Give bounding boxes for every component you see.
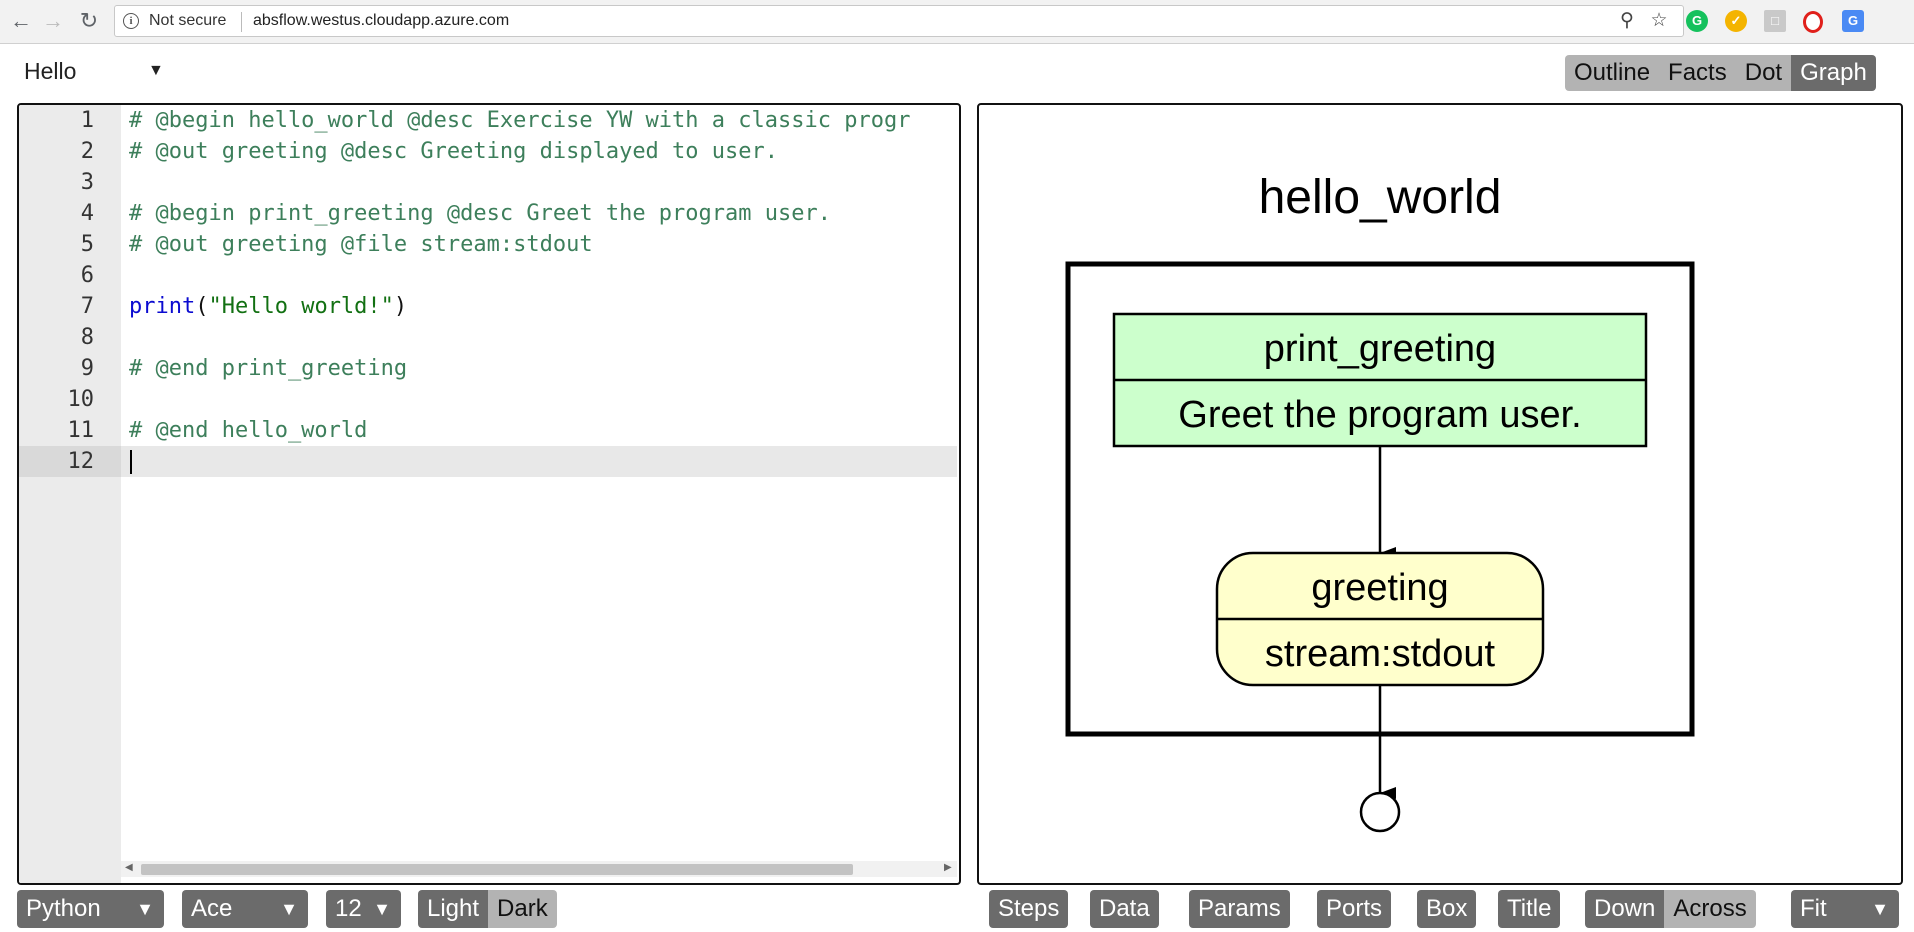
data-node-desc: stream:stdout xyxy=(1265,633,1496,675)
tab-outline[interactable]: Outline xyxy=(1565,55,1660,91)
horizontal-scrollbar[interactable]: ◀ ▶ xyxy=(121,861,957,877)
theme-light-button[interactable]: Light xyxy=(418,890,489,928)
line-number: 2 xyxy=(80,139,94,164)
zoom-select[interactable]: Fit ▼ xyxy=(1791,890,1899,928)
editor-mode-value: Ace xyxy=(191,895,233,922)
line-number: 1 xyxy=(80,108,94,133)
line-number: 3 xyxy=(80,170,94,195)
extension-icon[interactable]: ✓ xyxy=(1725,10,1747,32)
chevron-down-icon: ▼ xyxy=(136,899,154,919)
ports-toggle-button[interactable]: Ports xyxy=(1317,890,1392,928)
output-port-node xyxy=(1359,791,1401,833)
chevron-down-icon: ▼ xyxy=(373,899,391,919)
tab-facts[interactable]: Facts xyxy=(1659,55,1736,91)
line-number: 9 xyxy=(80,356,94,381)
line-number: 12 xyxy=(67,449,95,474)
chevron-down-icon: ▼ xyxy=(1871,899,1889,919)
code-editor[interactable]: 1 2 3 4 5 6 7 8 9 10 11 12 # @begin hell… xyxy=(17,103,961,885)
code-line[interactable]: # @end print_greeting xyxy=(129,356,408,381)
active-line-gutter xyxy=(19,446,121,477)
reload-icon[interactable]: ↻ xyxy=(79,8,99,33)
address-bar[interactable]: i Not secure absflow.westus.cloudapp.azu… xyxy=(114,5,1684,37)
step-node-print-greeting[interactable]: print_greeting Greet the program user. xyxy=(1112,312,1648,448)
tab-graph[interactable]: Graph xyxy=(1791,55,1876,91)
graph-panel: hello_world print_greeting Greet the pro… xyxy=(977,103,1903,885)
line-number: 6 xyxy=(80,263,94,288)
bookmark-star-icon[interactable]: ☆ xyxy=(1650,10,1668,31)
code-function: print xyxy=(129,294,196,319)
theme-dark-button[interactable]: Dark xyxy=(488,890,557,928)
scrollbar-thumb[interactable] xyxy=(141,864,853,875)
direction-across-button[interactable]: Across xyxy=(1664,890,1756,928)
font-size-value: 12 xyxy=(335,895,362,922)
chevron-down-icon[interactable]: ▼ xyxy=(148,62,164,79)
code-line[interactable]: # @out greeting @file stream:stdout xyxy=(129,232,593,257)
data-node-name: greeting xyxy=(1311,567,1448,609)
translate-icon[interactable]: G xyxy=(1842,10,1864,32)
forward-icon[interactable]: → xyxy=(42,8,64,33)
line-number: 11 xyxy=(67,418,95,443)
zoom-icon[interactable]: ⚲ xyxy=(1620,10,1634,31)
title-toggle-button[interactable]: Title xyxy=(1498,890,1561,928)
tab-dot[interactable]: Dot xyxy=(1735,55,1792,91)
steps-toggle-button[interactable]: Steps xyxy=(989,890,1069,928)
zoom-value: Fit xyxy=(1800,895,1827,922)
data-node-greeting[interactable]: greeting stream:stdout xyxy=(1215,551,1545,687)
code-line[interactable]: # @begin print_greeting @desc Greet the … xyxy=(129,201,831,226)
graph-title: hello_world xyxy=(1259,171,1502,224)
scroll-left-icon[interactable]: ◀ xyxy=(125,862,133,873)
line-number: 5 xyxy=(80,232,94,257)
font-size-select[interactable]: 12 ▼ xyxy=(326,890,401,928)
line-number: 4 xyxy=(80,201,94,226)
line-number-gutter xyxy=(19,105,121,883)
active-line-highlight xyxy=(19,446,957,477)
box-toggle-button[interactable]: Box xyxy=(1417,890,1477,928)
code-paren: ( xyxy=(195,294,209,319)
info-icon[interactable]: i xyxy=(123,13,139,29)
step-node-desc: Greet the program user. xyxy=(1178,394,1581,436)
line-number: 10 xyxy=(67,387,95,412)
language-select[interactable]: Python ▼ xyxy=(17,890,164,928)
code-string: "Hello world!" xyxy=(208,294,394,319)
grammarly-icon[interactable]: G xyxy=(1686,10,1708,32)
url-text[interactable]: absflow.westus.cloudapp.azure.com xyxy=(253,12,510,29)
workflow-graph: hello_world print_greeting Greet the pro… xyxy=(1065,171,1695,833)
code-line[interactable]: # @out greeting @desc Greeting displayed… xyxy=(129,139,779,164)
workflow-select[interactable]: Hello xyxy=(24,58,77,84)
step-node-name: print_greeting xyxy=(1264,328,1496,370)
editor-mode-select[interactable]: Ace ▼ xyxy=(182,890,308,928)
data-toggle-button[interactable]: Data xyxy=(1090,890,1159,928)
direction-toggle: Down Across xyxy=(1585,890,1756,928)
chevron-down-icon: ▼ xyxy=(280,899,298,919)
code-line[interactable]: # @end hello_world xyxy=(129,418,368,443)
params-toggle-button[interactable]: Params xyxy=(1189,890,1290,928)
scroll-right-icon[interactable]: ▶ xyxy=(944,862,952,873)
url-divider xyxy=(241,12,242,32)
line-number: 8 xyxy=(80,325,94,350)
browser-toolbar: ← → ↻ i Not secure absflow.westus.clouda… xyxy=(0,0,1914,44)
opera-icon[interactable] xyxy=(1803,11,1823,33)
pdf-icon[interactable]: □ xyxy=(1764,10,1786,32)
line-number: 7 xyxy=(80,294,94,319)
security-label: Not secure xyxy=(149,12,227,29)
language-value: Python xyxy=(26,895,101,922)
code-paren: ) xyxy=(393,294,408,319)
code-line[interactable]: # @begin hello_world @desc Exercise YW w… xyxy=(129,108,911,133)
direction-down-button[interactable]: Down xyxy=(1585,890,1665,928)
code-line[interactable]: print("Hello world!") xyxy=(129,291,407,322)
view-tabs: Outline Facts Dot Graph xyxy=(1565,55,1876,91)
text-cursor xyxy=(130,450,132,474)
back-icon[interactable]: ← xyxy=(10,8,32,33)
theme-toggle: Light Dark xyxy=(418,890,557,928)
